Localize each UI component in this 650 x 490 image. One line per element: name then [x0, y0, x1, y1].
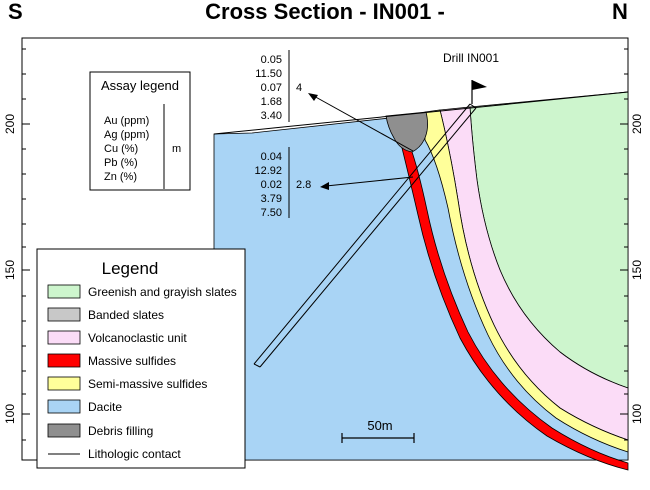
legend-swatch-semi-massive-sulfides [47, 376, 81, 391]
assay-interval-1: 0.05 11.50 0.07 1.68 3.40 4 [255, 50, 414, 152]
legend-item-label: Greenish and grayish slates [88, 285, 237, 299]
left-tick-label: 200 [3, 114, 17, 134]
assay-2-value: 3.79 [261, 193, 282, 205]
assay-2-arrow [325, 176, 414, 187]
assay-2-value: 7.50 [261, 207, 282, 219]
assay-legend-item: Pb (%) [104, 157, 138, 169]
scale-bar: 50m [341, 418, 415, 443]
south-label: S [8, 0, 23, 24]
legend-swatch-green-slates [47, 284, 81, 299]
legend-swatch-dacite [47, 399, 81, 414]
drill-label: Drill IN001 [443, 51, 499, 65]
assay-2-arrowhead [320, 182, 329, 190]
assay-1-value: 0.07 [261, 82, 282, 94]
legend-item-label: Lithologic contact [88, 447, 181, 461]
legend-item-label: Banded slates [88, 308, 164, 322]
assay-legend: Assay legend Au (ppm) Ag (ppm) Cu (%) Pb… [89, 71, 191, 191]
assay-interval-2: 0.04 12.92 0.02 3.79 7.50 2.8 [254, 147, 414, 219]
assay-legend-title: Assay legend [101, 78, 179, 93]
left-tick-label: 100 [3, 404, 17, 424]
unit-massive-sulfides [399, 139, 629, 471]
ground-surface [213, 91, 629, 135]
geology-units [213, 91, 629, 471]
legend-title: Legend [102, 259, 159, 278]
right-tick-label: 100 [630, 404, 644, 424]
assay-legend-item: Cu (%) [104, 143, 138, 155]
assay-legend-item: Zn (%) [104, 171, 137, 183]
assay-1-arrowhead [308, 93, 318, 101]
left-tick-label: 150 [3, 260, 17, 280]
assay-legend-unit: m [172, 143, 181, 155]
assay-legend-item: Au (ppm) [104, 115, 149, 127]
right-tick-label: 200 [630, 114, 644, 134]
assay-1-value: 11.50 [255, 68, 282, 80]
assay-1-arrow [311, 94, 414, 152]
right-tick-label: 150 [630, 260, 644, 280]
legend-item-label: Debris filling [88, 424, 153, 438]
right-axis [620, 48, 628, 441]
legend-item-label: Massive sulfides [88, 354, 176, 368]
drill-hole [253, 103, 477, 368]
assay-legend-item: Ag (ppm) [104, 129, 149, 141]
legend-swatch-debris-filling [47, 423, 81, 438]
assay-1-value: 3.40 [261, 110, 282, 122]
legend-swatch-massive-sulfides [47, 353, 81, 368]
assay-2-value: 0.02 [261, 179, 282, 191]
scale-bar-label: 50m [367, 418, 392, 433]
assay-1-value: 1.68 [261, 96, 282, 108]
left-axis [22, 48, 30, 441]
drill-collar-flag [471, 80, 487, 104]
assay-2-length: 2.8 [296, 179, 311, 191]
legend-item-label: Dacite [88, 400, 122, 414]
legend-item-label: Volcanoclastic unit [88, 331, 187, 345]
north-label: N [612, 0, 628, 24]
assay-1-value: 0.05 [261, 54, 282, 66]
diagram-title: Cross Section - IN001 - [205, 0, 445, 24]
assay-1-length: 4 [296, 82, 302, 94]
assay-2-value: 12.92 [254, 165, 282, 177]
legend-swatch-banded-slates [47, 307, 81, 322]
legend-swatch-volcanoclastic [47, 330, 81, 345]
legend: Legend Greenish and grayish slates Bande… [36, 248, 246, 469]
legend-item-label: Semi-massive sulfides [88, 377, 207, 391]
assay-2-value: 0.04 [261, 151, 282, 163]
